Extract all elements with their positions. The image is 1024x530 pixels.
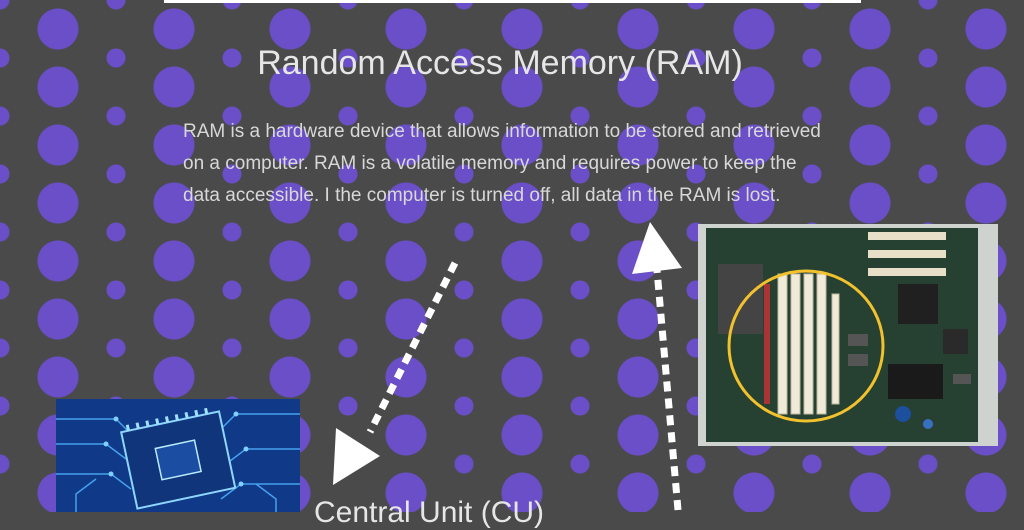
cpu-circuit-image	[56, 399, 300, 512]
flow-arrows	[333, 222, 682, 511]
top-divider	[164, 0, 861, 3]
motherboard-ram-image	[698, 224, 998, 446]
arrow-head-down	[333, 428, 380, 485]
arrow-head-up	[632, 222, 682, 274]
cu-subtitle: Central Unit (CU)	[314, 496, 545, 529]
slide-title: Random Access Memory (RAM)	[257, 44, 743, 82]
slide-body-text: RAM is a hardware device that allows inf…	[183, 121, 821, 206]
